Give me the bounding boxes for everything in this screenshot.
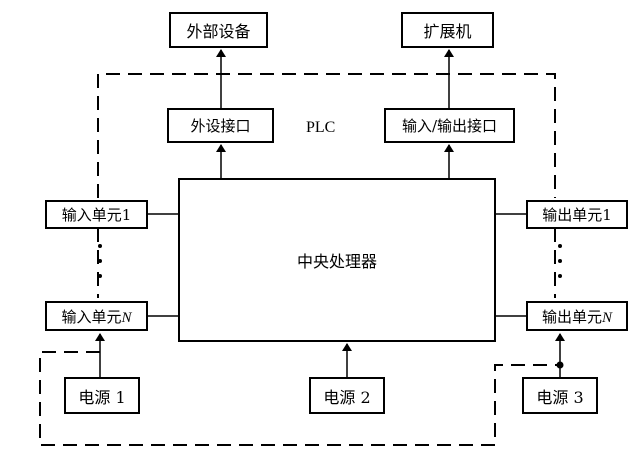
input-unit-n-label: 输入单元N (61, 306, 131, 327)
peripheral-interface-label: 外设接口 (190, 117, 251, 135)
cpu-label: 中央处理器 (296, 252, 377, 271)
output-unit-1-label: 输出单元1 (542, 206, 612, 224)
output-unit-n-box: 输出单元N (526, 301, 628, 331)
output-unit-1-box: 输出单元1 (526, 200, 628, 229)
power-1-label: 电源 1 (78, 387, 126, 407)
junction-dot (556, 361, 564, 369)
output-unit-n-suffix: N (602, 309, 613, 326)
plc-label: PLC (306, 119, 336, 136)
io-interface-box: 输入/输出接口 (384, 108, 515, 143)
power-3-label: 电源 3 (536, 387, 584, 407)
plc-boundary-dashed (97, 73, 556, 298)
input-unit-1-box: 输入单元1 (45, 200, 148, 229)
input-unit-1-label: 输入单元1 (61, 206, 132, 224)
input-unit-n-box: 输入单元N (45, 301, 148, 331)
power-3-box: 电源 3 (522, 377, 598, 414)
expansion-box: 扩展机 (401, 12, 494, 48)
power-1-box: 电源 1 (64, 377, 140, 414)
output-units-ellipsis (558, 244, 562, 278)
cpu-box: 中央处理器 (178, 178, 496, 342)
expansion-label: 扩展机 (423, 22, 472, 41)
io-interface-label: 输入/输出接口 (401, 117, 498, 135)
power-2-box: 电源 2 (309, 377, 385, 414)
power-dashed-line (39, 351, 561, 446)
output-unit-n-prefix: 输出单元 (541, 307, 602, 326)
external-device-box: 外部设备 (169, 12, 268, 48)
output-unit-n-label: 输出单元N (542, 306, 612, 327)
power-2-label: 电源 2 (323, 387, 371, 407)
input-unit-n-suffix: N (121, 309, 132, 326)
peripheral-interface-box: 外设接口 (167, 108, 274, 143)
external-device-label: 外部设备 (186, 22, 251, 41)
input-unit-n-prefix: 输入单元 (61, 307, 122, 326)
input-units-ellipsis (98, 244, 102, 278)
